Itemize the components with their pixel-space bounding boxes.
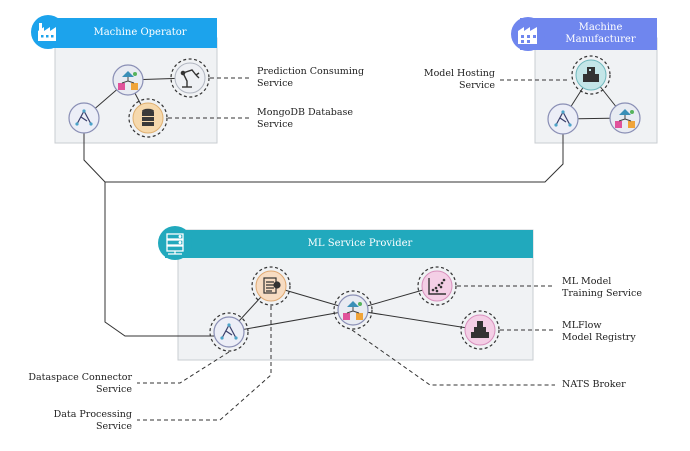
database-icon — [142, 108, 154, 126]
document-gear-icon — [263, 277, 281, 294]
server-icon — [166, 233, 184, 255]
model-hosting-icon — [583, 67, 599, 82]
model-hosting-label: Model Hosting Service — [423, 68, 495, 91]
server-icon-badge — [158, 226, 192, 260]
factory-icon — [38, 23, 56, 41]
factory-icon — [518, 27, 537, 44]
data-processing-node — [251, 266, 291, 306]
machine-manufacturer-title-line-2: Manufacturer — [565, 34, 636, 45]
ml-training-node — [417, 266, 457, 306]
machine-operator-header — [42, 18, 217, 48]
leader-lines — [137, 77, 570, 421]
ml-service-provider-title: ML Service Provider — [307, 238, 413, 249]
machine-manufacturer-title: Machine Manufacturer — [548, 22, 653, 46]
prediction-consuming-label: Prediction Consuming Service — [257, 66, 365, 89]
robot-arm-icon — [180, 69, 200, 88]
ml-service-provider-header — [165, 230, 533, 258]
mongodb-label: MongoDB Database Service — [257, 107, 353, 130]
manufacturer-connector-node — [547, 103, 579, 135]
mongodb-node — [128, 98, 168, 138]
machine-manufacturer-title-line-1: Machine — [578, 22, 623, 33]
ml-training-label: ML Model Training Service — [562, 276, 642, 299]
nats-broker-label: NATS Broker — [562, 379, 626, 390]
operator-connector-node — [68, 102, 100, 134]
operator-broker-node — [112, 64, 144, 96]
mlflow-node — [460, 310, 500, 350]
mlflow-label: MLFlow Model Registry — [562, 320, 636, 343]
dataspace-connector-label: Dataspace Connector Service — [28, 372, 132, 395]
data-processing-label: Data Processing Service — [53, 409, 132, 432]
manufacturer-broker-node — [609, 102, 641, 134]
provider-connector-node — [209, 312, 249, 352]
scatter-chart-icon — [428, 278, 446, 295]
model-hosting-node — [571, 55, 611, 95]
provider-broker-node — [333, 290, 373, 330]
prediction-consuming-node — [170, 58, 210, 98]
model-registry-icon — [471, 321, 489, 338]
machine-operator-title: Machine Operator — [93, 27, 187, 38]
